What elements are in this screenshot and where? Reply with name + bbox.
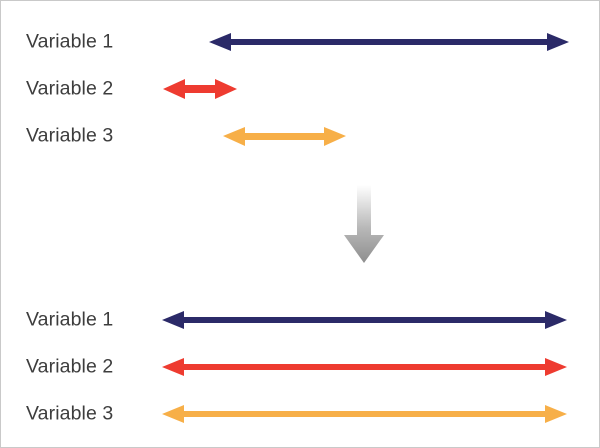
variable-row-after-1: Variable 1 bbox=[1, 296, 599, 343]
range-arrow-before-1 bbox=[209, 29, 569, 55]
variable-row-before-2: Variable 2 bbox=[1, 65, 599, 112]
variable-label-before-3: Variable 3 bbox=[26, 123, 114, 146]
range-arrow-before-3 bbox=[223, 123, 346, 149]
variable-label-before-2: Variable 2 bbox=[26, 76, 114, 99]
variable-label-before-1: Variable 1 bbox=[26, 29, 114, 52]
range-arrow-before-2 bbox=[163, 76, 237, 102]
variable-row-before-3: Variable 3 bbox=[1, 112, 599, 159]
range-arrow-after-1 bbox=[162, 307, 567, 333]
variable-label-after-1: Variable 1 bbox=[26, 307, 114, 330]
variable-group-before: Variable 1 Variable 2 bbox=[1, 1, 599, 176]
variable-row-after-3: Variable 3 bbox=[1, 390, 599, 437]
range-arrow-after-2 bbox=[162, 354, 567, 380]
range-arrow-after-3 bbox=[162, 401, 567, 427]
variable-group-after: Variable 1 Variable 2 bbox=[1, 294, 599, 447]
variable-row-after-2: Variable 2 bbox=[1, 343, 599, 390]
variable-label-after-3: Variable 3 bbox=[26, 401, 114, 424]
down-arrow-icon bbox=[342, 185, 386, 265]
variable-row-before-1: Variable 1 bbox=[1, 18, 599, 65]
variable-label-after-2: Variable 2 bbox=[26, 354, 114, 377]
